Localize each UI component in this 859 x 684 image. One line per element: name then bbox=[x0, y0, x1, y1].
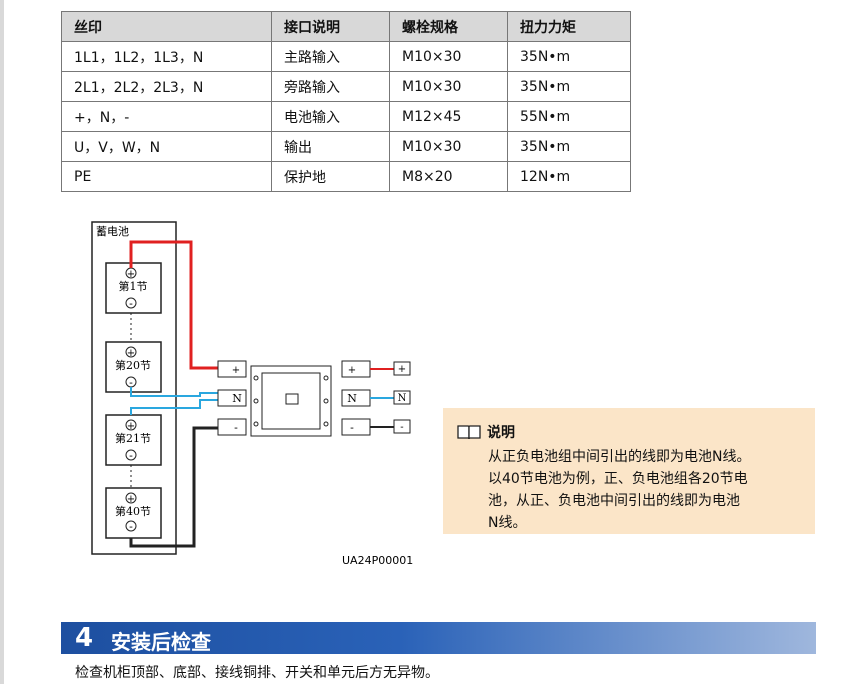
svg-text:-: - bbox=[129, 376, 133, 389]
table-cell: 35N•m bbox=[507, 41, 631, 72]
battery-cell-40: + 第40节 - bbox=[105, 487, 162, 539]
table-cell: M12×45 bbox=[389, 101, 508, 132]
table-cell: 2L1，2L2，2L3，N bbox=[61, 71, 272, 102]
table-cell: 保护地 bbox=[271, 161, 390, 192]
table-cell: +，N，- bbox=[61, 101, 272, 132]
note-line: 池，从正、负电池中间引出的线即为电池 bbox=[488, 493, 740, 509]
battery-breaker bbox=[250, 365, 332, 437]
svg-text:第21节: 第21节 bbox=[115, 431, 151, 445]
minus-terminal-icon bbox=[125, 449, 137, 461]
table-cell: 1L1，1L2，1L3，N bbox=[61, 41, 272, 72]
header-torque: 扭力力矩 bbox=[507, 11, 631, 42]
body-paragraph: 检查机柜顶部、底部、接线铜排、开关和单元后方无异物。 bbox=[75, 665, 439, 681]
svg-text:第1节: 第1节 bbox=[119, 279, 148, 293]
page-edge bbox=[0, 0, 4, 684]
table-cell: PE bbox=[61, 161, 272, 192]
neutral-wire-a bbox=[130, 387, 218, 397]
minus-terminal-icon bbox=[125, 520, 137, 532]
table-row: +，N，- 电池输入 M12×45 55N•m bbox=[61, 101, 631, 132]
table-cell: U，V，W，N bbox=[61, 131, 272, 162]
svg-text:-: - bbox=[129, 520, 133, 533]
input-terminal-block: + N - bbox=[217, 360, 247, 436]
terminal-spec-table: 丝印 接口说明 螺栓规格 扭力力矩 1L1，1L2，1L3，N 主路输入 M10… bbox=[61, 11, 631, 192]
battery-cell-20: + 第20节 - bbox=[105, 341, 162, 393]
svg-text:-: - bbox=[350, 421, 354, 434]
table-row: PE 保护地 M8×20 12N•m bbox=[61, 161, 631, 192]
svg-text:+: + bbox=[348, 365, 356, 376]
figure-code: UA24P00001 bbox=[342, 554, 413, 567]
table-cell: M10×30 bbox=[389, 71, 508, 102]
svg-text:+: + bbox=[127, 421, 135, 432]
svg-text:-: - bbox=[129, 449, 133, 462]
note-line: N线。 bbox=[488, 515, 527, 531]
svg-text:+: + bbox=[127, 269, 135, 280]
svg-text:+: + bbox=[232, 365, 240, 376]
section-heading: 4 安装后检查 bbox=[61, 622, 816, 654]
note-box: 说明 从正负电池组中间引出的线即为电池N线。 以40节电池为例，正、负电池组各2… bbox=[443, 408, 815, 534]
negative-wire bbox=[129, 426, 218, 548]
svg-text:+: + bbox=[398, 364, 406, 375]
table-row: U，V，W，N 输出 M10×30 35N•m bbox=[61, 131, 631, 162]
table-cell: M10×30 bbox=[389, 41, 508, 72]
svg-text:+: + bbox=[127, 348, 135, 359]
table-row: 1L1，1L2，1L3，N 主路输入 M10×30 35N•m bbox=[61, 41, 631, 72]
plus-terminal-icon bbox=[125, 346, 137, 358]
svg-text:+: + bbox=[127, 494, 135, 505]
table-cell: 35N•m bbox=[507, 131, 631, 162]
note-body: 从正负电池组中间引出的线即为电池N线。 以40节电池为例，正、负电池组各20节电… bbox=[488, 446, 804, 534]
svg-text:N: N bbox=[347, 392, 357, 405]
svg-text:第20节: 第20节 bbox=[115, 358, 151, 372]
svg-text:-: - bbox=[129, 297, 133, 310]
table-cell: 35N•m bbox=[507, 71, 631, 102]
battery-cabinet bbox=[91, 221, 177, 555]
neutral-wire-b bbox=[130, 399, 218, 415]
table-cell: 55N•m bbox=[507, 101, 631, 132]
header-interface: 接口说明 bbox=[271, 11, 390, 42]
battery-cell-1: + 第1节 - bbox=[105, 262, 162, 314]
svg-text:N: N bbox=[398, 393, 407, 404]
output-labels: + N - bbox=[393, 361, 411, 434]
table-cell: 主路输入 bbox=[271, 41, 390, 72]
minus-terminal-icon bbox=[125, 297, 137, 309]
table-row: 2L1，2L2，2L3，N 旁路输入 M10×30 35N•m bbox=[61, 71, 631, 102]
section-title: 安装后检查 bbox=[111, 630, 211, 654]
battery-cell-21: + 第21节 - bbox=[105, 414, 162, 466]
battery-label: 蓄电池 bbox=[96, 225, 129, 238]
positive-wire bbox=[129, 240, 218, 370]
plus-terminal-icon bbox=[125, 419, 137, 431]
plus-terminal-icon bbox=[125, 492, 137, 504]
table-header-row: 丝印 接口说明 螺栓规格 扭力力矩 bbox=[61, 11, 631, 42]
header-bolt: 螺栓规格 bbox=[389, 11, 508, 42]
svg-text:-: - bbox=[400, 422, 403, 433]
svg-text:-: - bbox=[234, 421, 238, 434]
note-line: 以40节电池为例，正、负电池组各20节电 bbox=[488, 471, 748, 487]
header-silkscreen: 丝印 bbox=[61, 11, 272, 42]
battery-wiring-diagram: 蓄电池 + 第1节 - + 第20节 - + 第21节 - + 第40节 - bbox=[91, 221, 413, 567]
table-cell: M8×20 bbox=[389, 161, 508, 192]
svg-text:第40节: 第40节 bbox=[115, 504, 151, 518]
table-cell: 输出 bbox=[271, 131, 390, 162]
note-title: 说明 bbox=[487, 425, 515, 441]
table-cell: M10×30 bbox=[389, 131, 508, 162]
note-line: 从正负电池组中间引出的线即为电池N线。 bbox=[488, 449, 751, 465]
output-terminal-block: + N - bbox=[341, 360, 371, 436]
book-icon bbox=[457, 425, 481, 440]
note-header: 说明 bbox=[457, 422, 515, 442]
table-cell: 旁路输入 bbox=[271, 71, 390, 102]
table-cell: 12N•m bbox=[507, 161, 631, 192]
section-number: 4 bbox=[75, 623, 94, 653]
table-cell: 电池输入 bbox=[271, 101, 390, 132]
svg-text:N: N bbox=[232, 392, 242, 405]
